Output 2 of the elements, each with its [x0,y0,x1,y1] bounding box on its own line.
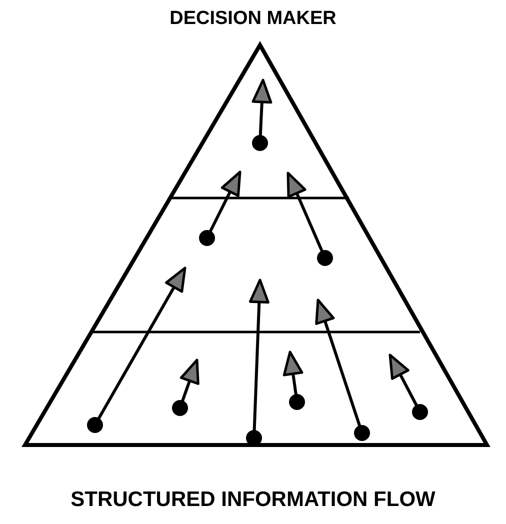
apex-label: DECISION MAKER [170,8,336,29]
caption: STRUCTURED INFORMATION FLOW [70,488,436,511]
